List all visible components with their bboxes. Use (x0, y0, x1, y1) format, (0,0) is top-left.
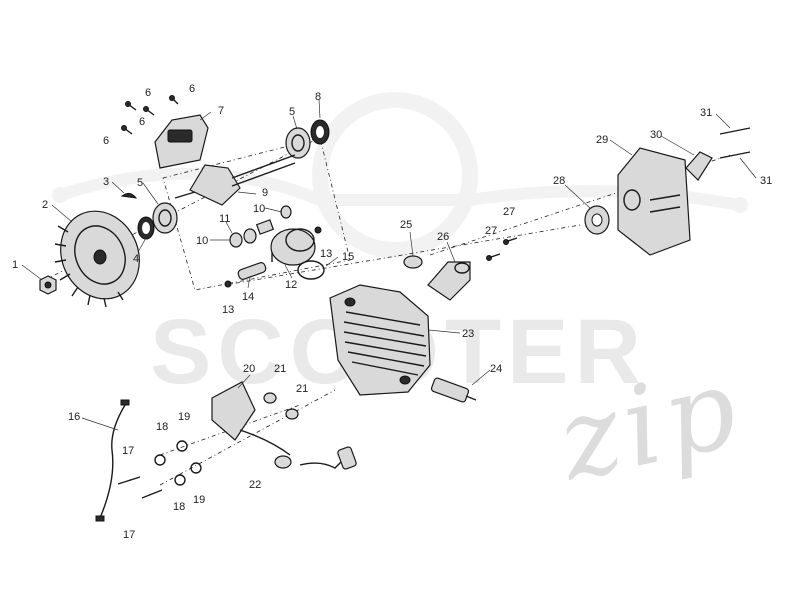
callout-17-upper: 17 (122, 445, 134, 457)
callout-20: 20 (243, 363, 255, 375)
callout-26: 26 (437, 231, 449, 243)
assembly-axes (44, 137, 731, 486)
callout-21-upper: 21 (274, 363, 286, 375)
muffler (617, 147, 691, 256)
leader-lines (21, 99, 757, 431)
flywheel-nut (39, 275, 57, 295)
cover-screws (121, 95, 179, 135)
callout-6-b: 6 (189, 83, 195, 95)
bearing-left (152, 202, 178, 234)
callout-18-lower: 18 (173, 501, 185, 513)
callout-10-lower: 10 (196, 235, 208, 247)
crankshaft (174, 154, 296, 206)
callout-29: 29 (596, 134, 608, 146)
needle-bearings (229, 205, 292, 248)
callout-28: 28 (553, 175, 565, 187)
wire-terminal-top (120, 399, 130, 406)
callout-16: 16 (68, 411, 80, 423)
cylinder (329, 284, 431, 396)
callout-15: 15 (342, 251, 354, 263)
callout-4: 4 (133, 253, 139, 265)
callout-23: 23 (462, 328, 474, 340)
spark-plug-cap (274, 446, 357, 470)
callout-12: 12 (285, 279, 297, 291)
callout-19-lower: 19 (193, 494, 205, 506)
callout-10-upper: 10 (253, 203, 265, 215)
callout-6-d: 6 (103, 135, 109, 147)
ignition-wire (99, 404, 126, 519)
callout-8: 8 (315, 91, 321, 103)
callout-1: 1 (12, 259, 18, 271)
intake-screws (486, 237, 518, 261)
crankcase-cover (154, 114, 209, 169)
muffler-bolts (719, 127, 751, 159)
callout-31-upper: 31 (700, 107, 712, 119)
callout-19-upper: 19 (178, 411, 190, 423)
oil-seal-right (310, 119, 330, 145)
woodruff-key (120, 192, 138, 199)
callout-24: 24 (490, 363, 502, 375)
wire-terminal-bottom (95, 515, 105, 522)
flywheel-part (54, 210, 140, 308)
callout-7: 7 (218, 105, 224, 117)
callout-27-left: 27 (485, 225, 497, 237)
coil-screws (117, 476, 163, 499)
callout-21-lower: 21 (296, 383, 308, 395)
callout-22: 22 (249, 479, 261, 491)
piston-pin (237, 262, 267, 280)
callout-18-upper: 18 (156, 421, 168, 433)
callout-6-a: 6 (145, 87, 151, 99)
piston (270, 228, 316, 266)
callout-27-right: 27 (503, 206, 515, 218)
spark-plug (430, 377, 477, 403)
callouts: 1 2 3 4 5 5 6 6 6 6 7 8 9 10 10 11 12 13… (12, 83, 772, 541)
callout-30: 30 (650, 129, 662, 141)
callout-14: 14 (242, 291, 254, 303)
ignition-coil (211, 381, 291, 456)
callout-25: 25 (400, 219, 412, 231)
intake-manifold (427, 261, 471, 301)
callout-2: 2 (42, 199, 48, 211)
coil-washers (263, 392, 299, 420)
piston-ring (297, 260, 325, 280)
intake-plug (403, 255, 423, 269)
exhaust-gasket (584, 205, 610, 235)
callout-3: 3 (103, 176, 109, 188)
callout-11: 11 (219, 213, 230, 225)
callout-13-left: 13 (222, 304, 234, 316)
callout-5-right: 5 (289, 106, 295, 118)
callout-5-left: 5 (137, 177, 143, 189)
circlip-upper (314, 226, 322, 234)
muffler-spacer (685, 151, 713, 181)
oil-seal-left (137, 216, 155, 240)
coil-washers-lower (154, 440, 202, 486)
callout-9: 9 (262, 187, 268, 199)
callout-31-lower: 31 (760, 175, 772, 187)
callout-17-lower: 17 (123, 529, 135, 541)
callout-6-c: 6 (139, 116, 145, 128)
bearing-right (285, 127, 311, 159)
callout-13-right: 13 (320, 248, 332, 260)
circlip-lower (224, 280, 232, 288)
